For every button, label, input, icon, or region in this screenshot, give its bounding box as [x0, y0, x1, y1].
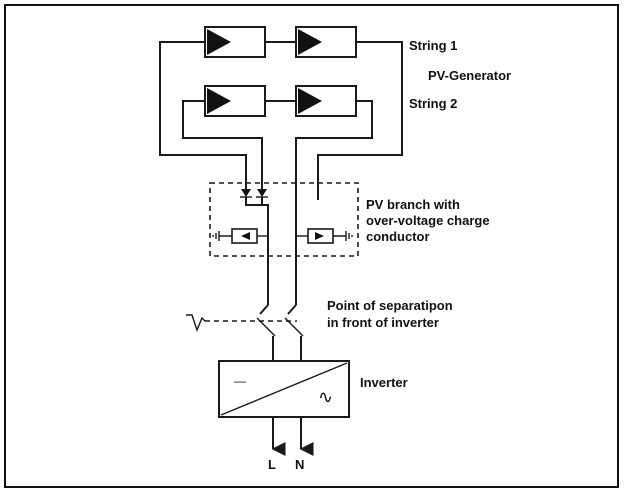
separation-label-line1: Point of separatipon — [327, 298, 453, 313]
string1-label: String 1 — [409, 38, 457, 53]
terminal-n-label: N — [295, 457, 304, 472]
pv-branch-label-line1: PV branch with — [366, 197, 460, 212]
pv-generator-label: PV-Generator — [428, 68, 511, 83]
diode-junction — [245, 197, 269, 305]
overvoltage-conductor-left — [212, 228, 268, 244]
string1-wiring — [159, 41, 403, 200]
string2-module-2 — [295, 85, 357, 117]
string2-wiring — [182, 100, 373, 270]
separation-label-line2: in front of inverter — [327, 315, 439, 330]
overvoltage-conductor-right — [296, 228, 353, 244]
string1-module-2 — [295, 26, 357, 58]
outer-frame — [4, 4, 619, 488]
pv-branch-label-line2: over-voltage charge — [366, 213, 490, 228]
blocking-diode-1 — [240, 189, 252, 198]
pv-branch-label-line3: conductor — [366, 229, 430, 244]
blocking-diode-2 — [256, 189, 268, 198]
string2-module-1 — [204, 85, 266, 117]
string1-module-1 — [204, 26, 266, 58]
terminal-l-label: L — [268, 457, 276, 472]
inverter-ac-sign: ∿ — [318, 387, 333, 407]
inverter-block — [218, 360, 350, 418]
pv-branch-box — [209, 182, 359, 257]
inverter-dc-sign: — — [234, 374, 246, 388]
string2-label: String 2 — [409, 96, 457, 111]
inverter-label: Inverter — [360, 375, 408, 390]
separation-switch — [186, 304, 304, 361]
